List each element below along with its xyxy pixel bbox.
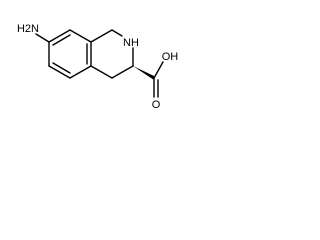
bond-c4a-c5 (69, 65, 92, 79)
bond-c5-c6-inner (52, 62, 71, 74)
bond-c5-c6 (48, 65, 71, 79)
nh-label: NH (123, 37, 139, 49)
carbonyl-o-label: O (152, 99, 161, 111)
amine-label: H2N (17, 23, 39, 35)
piperidine-ring (90, 29, 134, 79)
bond-c8a-c1 (90, 29, 113, 43)
structure-canvas: H2N NH OH O (17, 23, 179, 111)
bond-c7-c8-inner (52, 34, 71, 46)
bond-c3-c4 (111, 65, 134, 79)
bond-c7-c8 (48, 29, 71, 43)
bond-c4-c4a (90, 65, 113, 79)
bond-c-oh (153, 61, 164, 79)
bond-c1-n2 (111, 29, 123, 37)
bond-c7-amine (35, 33, 50, 43)
hydroxyl-label: OH (162, 51, 179, 63)
carboxyl-group (153, 61, 164, 98)
benzene-ring (48, 29, 92, 79)
wedge-stereo-bond (133, 66, 154, 80)
bond-c8-c8a (69, 29, 92, 43)
